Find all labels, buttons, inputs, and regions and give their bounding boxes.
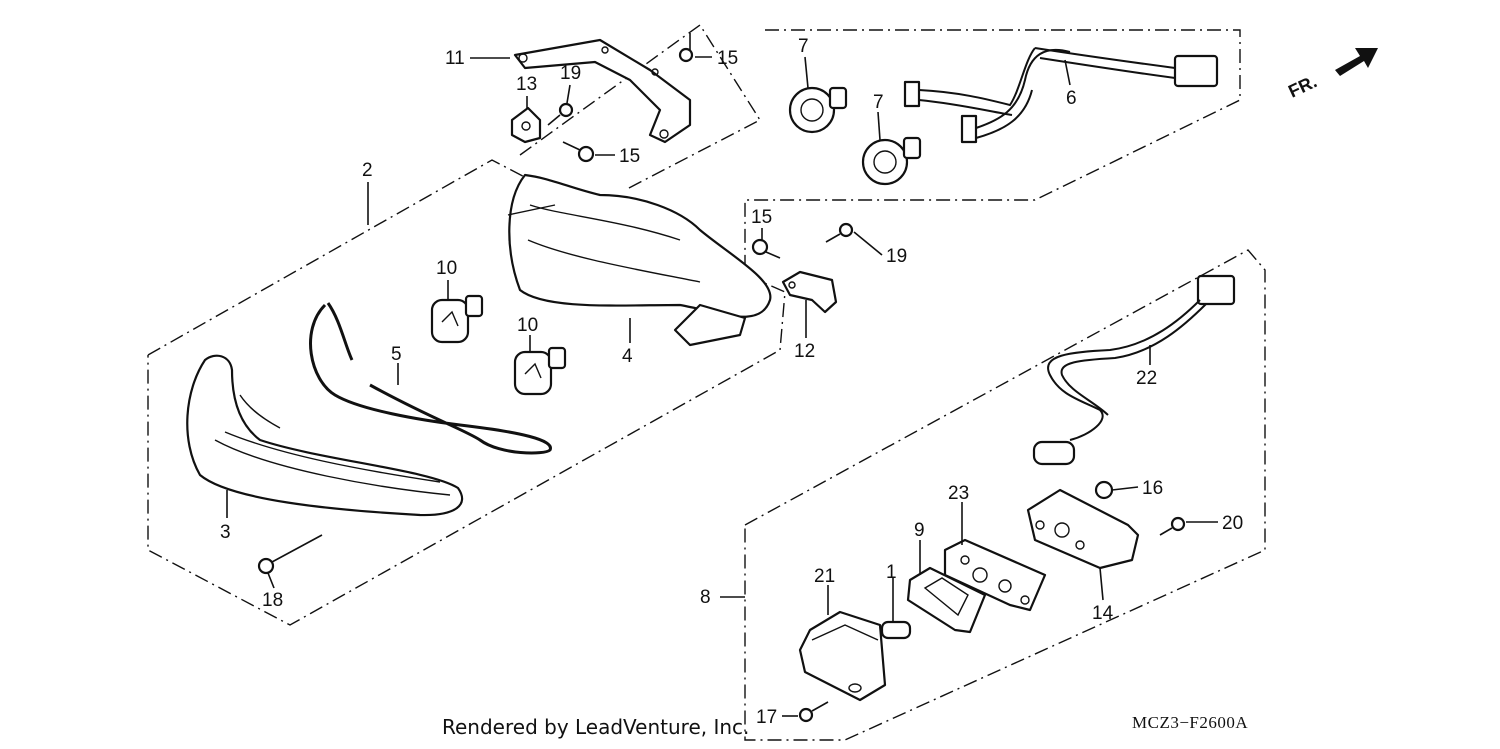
screw-15-a bbox=[678, 33, 694, 63]
callout-1: 1 bbox=[886, 562, 897, 583]
group-outline-sockets bbox=[744, 29, 1241, 290]
callout-2: 2 bbox=[362, 160, 373, 181]
callout-15-a: 15 bbox=[717, 48, 738, 69]
callout-4: 4 bbox=[622, 346, 633, 367]
bulb-part-1 bbox=[880, 620, 912, 640]
callout-labels: 1 2 3 4 5 6 7 7 8 9 10 10 11 12 13 14 15… bbox=[220, 36, 1243, 728]
callout-22: 22 bbox=[1136, 368, 1157, 389]
callout-19-a: 19 bbox=[560, 63, 581, 84]
callout-21: 21 bbox=[814, 566, 835, 587]
direction-label: FR. bbox=[1285, 71, 1320, 101]
bulb-part-10-upper bbox=[430, 294, 484, 344]
callout-15-b: 15 bbox=[619, 146, 640, 167]
tail-housing-part bbox=[507, 173, 772, 347]
callout-20: 20 bbox=[1222, 513, 1243, 534]
harness-part-6 bbox=[903, 47, 1219, 144]
socket-part-7-upper bbox=[788, 86, 848, 134]
callout-17: 17 bbox=[756, 707, 777, 728]
bracket-part-12 bbox=[781, 270, 838, 314]
screw-16 bbox=[1094, 480, 1114, 500]
group-outline-license-light bbox=[744, 249, 1266, 741]
screw-15-b bbox=[562, 141, 595, 163]
callout-12: 12 bbox=[794, 341, 815, 362]
callout-14: 14 bbox=[1092, 603, 1114, 624]
diagram-code: MCZ3−F2600A bbox=[1132, 713, 1249, 732]
tail-lens-part bbox=[186, 354, 464, 517]
screw-19-b bbox=[825, 222, 854, 243]
callout-9: 9 bbox=[914, 520, 925, 541]
direction-arrow-icon: FR. bbox=[1285, 48, 1378, 102]
leader-lines bbox=[226, 56, 1218, 717]
gasket-part-9 bbox=[906, 566, 987, 634]
screw-18 bbox=[257, 534, 323, 575]
socket-part-7-lower bbox=[861, 136, 922, 186]
callout-13: 13 bbox=[516, 74, 537, 95]
screw-19-a bbox=[547, 102, 574, 126]
callout-23: 23 bbox=[948, 483, 969, 504]
callout-8: 8 bbox=[700, 587, 711, 608]
group-outline-bracket bbox=[519, 23, 761, 191]
callout-11: 11 bbox=[445, 48, 465, 69]
callout-18: 18 bbox=[262, 590, 283, 611]
screw-15-c bbox=[751, 238, 781, 259]
callout-7-lower: 7 bbox=[873, 92, 884, 113]
screw-20 bbox=[1159, 516, 1186, 536]
credit-text: Rendered by LeadVenture, Inc. bbox=[442, 715, 750, 739]
callout-7-upper: 7 bbox=[798, 36, 809, 57]
harness-part-22 bbox=[1032, 274, 1236, 466]
clip-part-13 bbox=[510, 106, 542, 144]
callout-10-lower: 10 bbox=[517, 315, 538, 336]
screw-17 bbox=[798, 701, 829, 723]
callout-10-upper: 10 bbox=[436, 258, 457, 279]
callout-3: 3 bbox=[220, 522, 231, 543]
lens-part-21 bbox=[798, 610, 887, 702]
bulb-part-10-lower bbox=[513, 346, 567, 396]
callout-19-b: 19 bbox=[886, 246, 907, 267]
bracket-part bbox=[513, 38, 692, 144]
gasket-part bbox=[309, 302, 552, 455]
callout-5: 5 bbox=[391, 344, 402, 365]
callout-15-c: 15 bbox=[751, 207, 772, 228]
callout-6: 6 bbox=[1066, 88, 1077, 109]
license-cover-part-14 bbox=[1026, 488, 1140, 570]
callout-16: 16 bbox=[1142, 478, 1163, 499]
